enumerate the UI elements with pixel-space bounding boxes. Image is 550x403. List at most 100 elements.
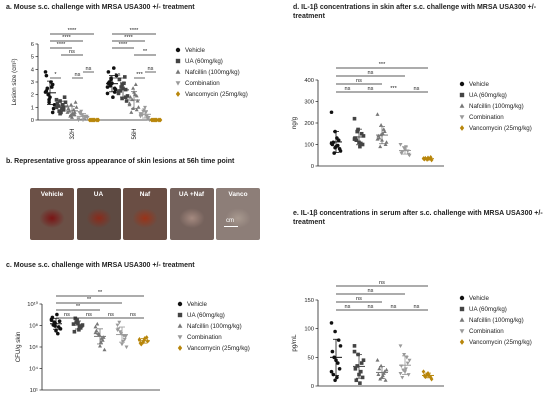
panel-c-point <box>115 328 120 332</box>
legend-label: UA (60mg/kg) <box>185 58 223 65</box>
panel-d-point <box>329 141 334 146</box>
panel-c-y-tick-label: 10⁶ <box>29 344 38 351</box>
panel-e-point <box>375 358 380 362</box>
panel-a-point <box>50 85 54 89</box>
panel-a-y-tick-label: 6 <box>31 42 34 48</box>
panel-d-comparison-label: ns <box>368 70 374 76</box>
panel-a-point <box>72 110 77 114</box>
panel-e-point <box>352 344 357 348</box>
panel-a-point <box>76 118 81 123</box>
panel-a-point <box>61 105 66 110</box>
panel-e-point <box>353 367 358 371</box>
panel-d-y-tick-label: 100 <box>304 143 314 149</box>
panel-d-y-tick-label: 400 <box>304 78 314 84</box>
panel-a-point <box>44 73 49 78</box>
panel-d-point <box>381 127 386 131</box>
panel-a-point <box>131 86 136 90</box>
panel-d-point <box>382 129 387 134</box>
photo-label: UA <box>93 191 104 198</box>
panel-a-comparison-label: **** <box>62 35 72 41</box>
panel-d-point <box>384 140 389 144</box>
panel-c-title: c. Mouse s.c. challenge with MRSA USA300… <box>6 262 195 269</box>
photo-label: Vehicle <box>40 191 64 198</box>
panel-c-point <box>120 342 124 347</box>
panel-d-comparison-label: ns <box>368 86 374 92</box>
legend-marker <box>175 47 181 53</box>
panel-a-point <box>136 105 141 109</box>
panel-c-y-tick-label: 10¹ <box>30 388 38 394</box>
panel-a-point <box>133 82 138 86</box>
panel-a-comparison-label: **** <box>124 35 134 41</box>
legend-marker <box>459 81 465 87</box>
panel-e-point <box>329 369 334 374</box>
panel-c-y-tick-label: 10⁸ <box>29 323 38 330</box>
panel-a-point <box>65 110 70 114</box>
panel-a-point <box>120 96 124 101</box>
panel-d-comparison-label: *** <box>379 62 386 68</box>
panel-e-y-tick-label: 150 <box>304 298 314 304</box>
panel-a-point <box>124 99 129 103</box>
panel-e-point <box>407 358 412 363</box>
panel-d-comparison-label: ns <box>345 86 351 92</box>
panel-e-point <box>352 349 357 354</box>
panel-c-comparison-label: ** <box>98 290 103 296</box>
panel-d-point <box>332 151 337 155</box>
legend-marker <box>177 345 183 351</box>
legend-label: Nafcillin (100mg/kg) <box>187 323 242 330</box>
panel-a-comparison-label: ns <box>115 72 121 78</box>
panel-e-point <box>398 371 403 376</box>
panel-e-point <box>336 361 340 365</box>
panel-a-point <box>63 100 68 105</box>
legend-marker <box>175 58 181 64</box>
legend-marker <box>177 335 183 340</box>
panel-e-point <box>376 372 381 376</box>
panel-c-point <box>78 325 82 329</box>
panel-a-point <box>85 116 90 120</box>
panel-c-comparison-label: ** <box>76 304 81 310</box>
legend-marker <box>175 69 181 74</box>
panel-e-point <box>361 358 366 362</box>
panel-a-point <box>79 109 84 114</box>
panel-c-point <box>96 331 101 336</box>
legend-marker <box>177 301 183 307</box>
legend-label: Nafcillin (100mg/kg) <box>185 69 240 76</box>
legend-label: Combination <box>469 328 504 335</box>
panel-d-point <box>378 144 383 149</box>
legend-label: Combination <box>185 80 220 87</box>
panel-c-point <box>77 328 81 332</box>
legend-label: Combination <box>187 334 222 341</box>
panel-c-point <box>57 319 62 324</box>
panel-e-title: e. IL-1β concentrations in serum after s… <box>293 210 543 226</box>
panel-a-point <box>117 77 122 82</box>
panel-e-point <box>359 361 364 365</box>
panel-c-point <box>74 320 78 324</box>
panel-d-comparison-label: ns <box>414 86 420 92</box>
panel-d-point <box>375 136 380 141</box>
panel-e-point <box>381 371 386 375</box>
panel-a-point <box>54 97 59 102</box>
panel-a-point <box>44 89 49 93</box>
panel-a-y-tick-label: 1 <box>31 105 34 111</box>
panel-a-point <box>111 95 115 99</box>
panel-a-point <box>65 103 70 108</box>
panel-d-point <box>400 150 405 155</box>
panel-d-point <box>359 131 364 136</box>
panel-a-point <box>146 116 151 120</box>
panel-e-y-tick-label: 100 <box>304 327 314 333</box>
panel-c-point <box>102 347 107 352</box>
legend-marker <box>459 115 465 120</box>
panel-e-y-tick-label: 0 <box>311 384 314 390</box>
panel-e-point <box>333 329 337 334</box>
panel-a-point <box>114 73 119 78</box>
panel-c-comparison-label: ns <box>64 312 70 318</box>
panel-a-point <box>129 110 134 114</box>
legend-marker <box>177 323 183 328</box>
legend-marker <box>459 92 465 98</box>
panel-e-point <box>333 378 337 383</box>
panel-c-y-tick-label: 10¹⁰ <box>27 301 38 308</box>
panel-c-point <box>49 318 54 323</box>
panel-c-point <box>100 338 105 342</box>
panel-a-comparison-label: ns <box>69 49 75 55</box>
legend-label: Vehicle <box>185 47 206 54</box>
